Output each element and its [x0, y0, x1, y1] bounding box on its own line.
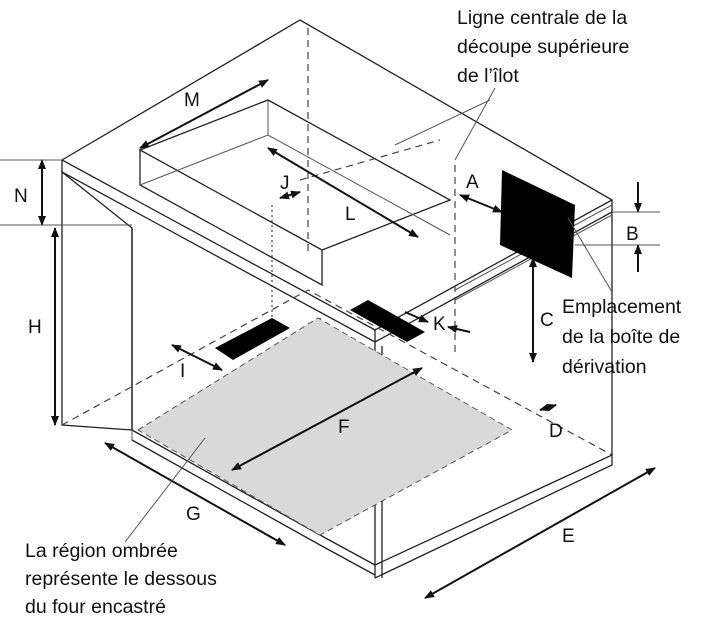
- label-A: A: [466, 172, 479, 193]
- svg-text:représente le dessous: représente le dessous: [25, 568, 217, 590]
- leader-lines: [124, 87, 613, 543]
- dimension-labels: M N J L A B H K C I F D G E: [14, 90, 639, 547]
- label-J: J: [280, 173, 290, 194]
- svg-text:La région ombrée: La région ombrée: [25, 540, 178, 562]
- countertop: [60, 19, 614, 331]
- cabinet-structure: [60, 19, 614, 579]
- shaded-oven-underside: [137, 317, 514, 536]
- svg-text:du four encastré: du four encastré: [25, 596, 166, 618]
- label-M: M: [184, 90, 200, 111]
- label-N: N: [14, 186, 28, 207]
- label-L: L: [345, 204, 356, 225]
- label-B: B: [626, 224, 639, 245]
- junction-box: [500, 170, 575, 278]
- label-D: D: [549, 421, 563, 442]
- label-H: H: [28, 317, 42, 338]
- svg-text:Emplacement: Emplacement: [562, 296, 682, 318]
- shaded-region-caption: La région ombrée représente le dessous d…: [25, 540, 217, 618]
- label-F: F: [338, 417, 350, 438]
- svg-text:dérivation: dérivation: [562, 356, 647, 378]
- svg-text:de la boîte de: de la boîte de: [562, 326, 680, 348]
- label-E: E: [562, 526, 575, 547]
- svg-text:Ligne centrale de la: Ligne centrale de la: [457, 7, 627, 29]
- label-K: K: [433, 314, 446, 335]
- svg-text:de l’îlot: de l’îlot: [457, 65, 519, 87]
- svg-text:découpe supérieure: découpe supérieure: [457, 36, 629, 58]
- label-I: I: [180, 361, 185, 382]
- dimension-arrows: [0, 79, 660, 599]
- label-G: G: [186, 504, 201, 525]
- junction-box-caption: Emplacement de la boîte de dérivation: [562, 296, 682, 378]
- label-C: C: [540, 310, 554, 331]
- mounting-rail-left: [215, 318, 290, 360]
- mounting-rail-right: [350, 300, 425, 342]
- centerline-caption: Ligne centrale de la découpe supérieure …: [457, 7, 629, 87]
